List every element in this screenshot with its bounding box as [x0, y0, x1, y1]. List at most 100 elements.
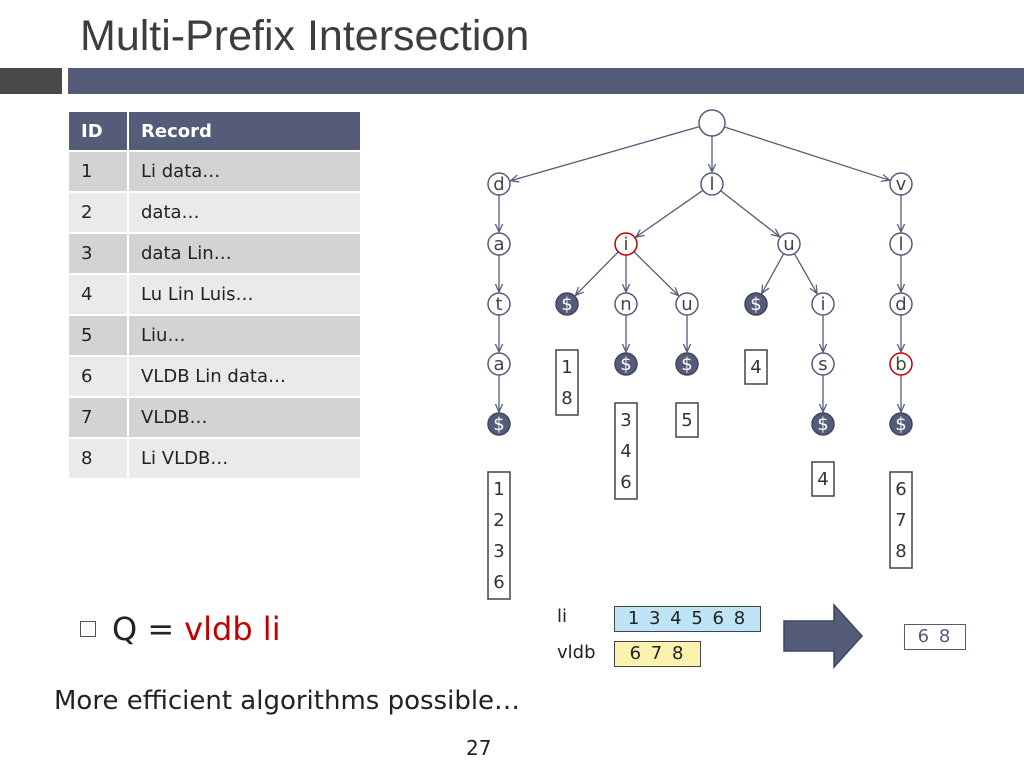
page-number: 27 — [466, 736, 492, 760]
id-list-item: 4 — [750, 357, 761, 378]
trie-end-node: $ — [614, 352, 638, 376]
trie-node: v — [889, 172, 913, 196]
id-list-box: 4 — [811, 461, 835, 497]
trie-edge — [762, 253, 785, 294]
trie-node: t — [487, 292, 511, 316]
id-list-item: 4 — [817, 469, 828, 490]
trie-node-label: l — [898, 234, 903, 255]
trie-node: b — [889, 352, 913, 376]
query-label: Q = — [112, 610, 175, 648]
trie-node-label: n — [620, 294, 631, 315]
trie-node: d — [487, 172, 511, 196]
trie-end-node: $ — [744, 292, 768, 316]
id-list-item: 6 — [895, 479, 906, 500]
id-list-item: 6 — [620, 472, 631, 493]
trie-node: a — [487, 352, 511, 376]
table-header-row: ID Record — [69, 112, 360, 150]
trie-node-label: d — [493, 174, 504, 195]
id-list-item: 1 — [493, 479, 504, 500]
id-list-item: 6 — [493, 572, 504, 593]
id-list-box: 5 — [675, 402, 699, 438]
cell-id: 2 — [69, 191, 129, 232]
result-id-list: 6 8 — [904, 624, 966, 650]
trie-node-label: b — [895, 354, 906, 375]
trie-node: d — [889, 292, 913, 316]
cell-id: 1 — [69, 150, 129, 191]
trie-end-node: $ — [555, 292, 579, 316]
trie-node: u — [675, 292, 699, 316]
trie-node: i — [811, 292, 835, 316]
trie-node-label: $ — [750, 294, 761, 315]
li-label: li — [557, 606, 568, 627]
trie-end-node: $ — [811, 412, 835, 436]
trie-end-node: $ — [889, 412, 913, 436]
trie-node-label: $ — [493, 414, 504, 435]
trie-node-label: $ — [681, 354, 692, 375]
query-value: vldb li — [184, 610, 281, 648]
trie-node-label: d — [895, 294, 906, 315]
trie-edge — [724, 126, 889, 180]
id-list-box: 18 — [555, 349, 579, 416]
trie-edge — [793, 253, 817, 294]
trie-node-label: $ — [895, 414, 906, 435]
query-bullet: Q = vldb li — [80, 610, 281, 648]
id-list-item: 7 — [895, 510, 906, 531]
cell-record: VLDB Lin data… — [129, 355, 360, 396]
trie-node: n — [614, 292, 638, 316]
vldb-label: vldb — [557, 642, 596, 663]
id-list-box: 4 — [744, 349, 768, 385]
id-list-item: 4 — [620, 441, 631, 462]
id-list-item: 8 — [561, 388, 572, 409]
id-list-item: 3 — [493, 541, 504, 562]
cell-id: 7 — [69, 396, 129, 437]
trie-end-node: $ — [487, 412, 511, 436]
trie-node-label: i — [623, 234, 628, 255]
trie-edge — [633, 251, 679, 296]
id-list-item: 1 — [561, 357, 572, 378]
trie-edge — [720, 190, 780, 237]
trie-node: l — [700, 172, 724, 196]
id-list-box: 6 7 8 — [889, 471, 913, 569]
trie-node-label: t — [495, 294, 502, 315]
right-arrow-icon — [783, 603, 864, 669]
trie-edge — [575, 251, 619, 296]
trie-root — [698, 109, 726, 137]
cell-record: VLDB… — [129, 396, 360, 437]
trie-node-label: $ — [620, 354, 631, 375]
trie-node: a — [487, 232, 511, 256]
cell-id: 5 — [69, 314, 129, 355]
id-list-box: 346 — [614, 402, 638, 500]
li-id-list: 1 3 4 5 6 8 — [614, 606, 761, 632]
trie-edge — [511, 125, 700, 181]
trie-node-label: u — [681, 294, 692, 315]
cell-id: 8 — [69, 437, 129, 478]
cell-id: 4 — [69, 273, 129, 314]
column-header-record: Record — [129, 112, 360, 150]
cell-record: Li data… — [129, 150, 360, 191]
id-list-item: 8 — [895, 541, 906, 562]
trie-node-label: $ — [561, 294, 572, 315]
cell-id: 6 — [69, 355, 129, 396]
cell-id: 3 — [69, 232, 129, 273]
trie-node-label: l — [709, 174, 714, 195]
title-bar — [68, 68, 1024, 94]
trie-node: s — [811, 352, 835, 376]
trie-edge — [636, 189, 704, 237]
cell-record: data… — [129, 191, 360, 232]
trie-node-label: s — [818, 354, 827, 375]
trie-end-node: $ — [675, 352, 699, 376]
trie-node-label: i — [820, 294, 825, 315]
cell-record: Liu… — [129, 314, 360, 355]
footer-note: More efficient algorithms possible… — [54, 686, 521, 716]
slide-title: Multi-Prefix Intersection — [80, 12, 530, 60]
id-list-item: 2 — [493, 510, 504, 531]
